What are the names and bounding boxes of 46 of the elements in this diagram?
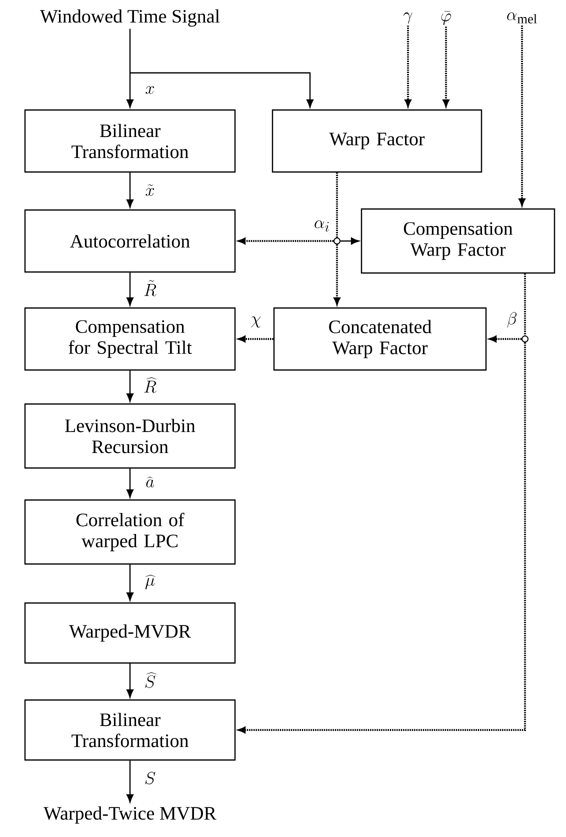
- edge-label: $\widehat{S}$: [143, 672, 157, 688]
- arrow: [334, 244, 340, 305]
- process-box: Autocorrelation: [24, 209, 236, 273]
- process-box: Correlation of warped LPC: [24, 499, 236, 565]
- arrow: [130, 72, 314, 108]
- edge-label: $x$: [144, 85, 156, 95]
- edge-label: $\chi$: [250, 316, 262, 328]
- edge-label: $S$: [143, 771, 157, 785]
- arrow: [489, 336, 522, 342]
- input-symbol: $\gamma$: [403, 12, 412, 24]
- arrow: [238, 342, 526, 734]
- arrow: [126, 468, 134, 498]
- edge-label: $\widehat{a}$: [144, 476, 156, 488]
- arrow: [126, 172, 134, 208]
- process-box: Warped-MVDR: [24, 602, 236, 664]
- process-box: Bilinear Transformation: [24, 699, 236, 761]
- process-box: Compensation for Spectral Tilt: [24, 307, 236, 371]
- arrow: [126, 564, 134, 601]
- edge-label: $\beta$: [506, 311, 518, 329]
- arrow: [442, 26, 450, 107]
- arrow: [404, 26, 412, 107]
- input-symbol: $\alpha_{\mathrm{mel}}$: [507, 12, 537, 24]
- process-box: Levinson-Durbin Recursion: [24, 403, 236, 469]
- edge-label: $\tilde{x}$: [144, 183, 156, 197]
- process-box: Compensation Warp Factor: [360, 208, 556, 274]
- process-box: Bilinear Transformation: [24, 109, 236, 173]
- arrow: [238, 238, 334, 244]
- arrow: [518, 26, 526, 206]
- arrow: [126, 370, 134, 402]
- signal-label: Windowed Time Signal: [40, 9, 220, 27]
- arrow: [126, 664, 134, 698]
- arrow: [126, 760, 134, 802]
- edge-label: $\widehat{R}$: [142, 376, 158, 394]
- edge-label: $\tilde{R}$: [142, 279, 158, 297]
- edge-label: $\widehat{\mu}$: [144, 574, 156, 590]
- connector-line: [524, 274, 526, 336]
- arrow: [126, 272, 134, 306]
- process-box: Warp Factor: [272, 109, 482, 173]
- arrow: [126, 28, 134, 108]
- arrow: [238, 336, 274, 342]
- process-box: Concatenated Warp Factor: [273, 307, 487, 371]
- arrow: [340, 237, 360, 245]
- edge-label: $\alpha_{i}$: [312, 220, 332, 232]
- signal-label: Warped-Twice MVDR: [44, 806, 216, 824]
- connector-line: [336, 172, 338, 238]
- input-symbol: $\bar{\varphi}$: [441, 11, 451, 25]
